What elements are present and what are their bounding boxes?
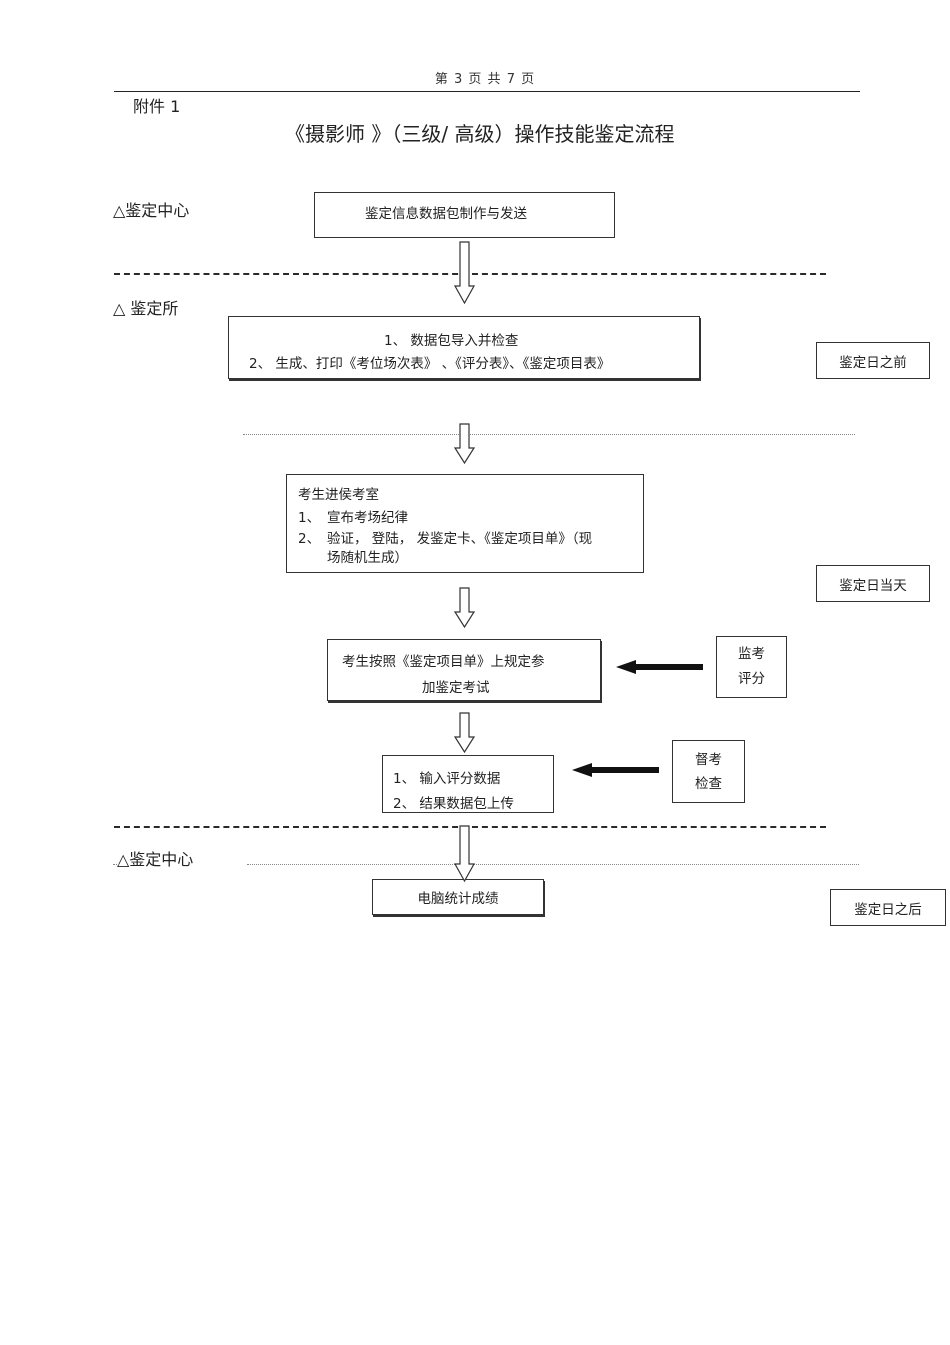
step-text: 电脑统计成绩 <box>417 891 499 907</box>
header-divider <box>114 91 860 92</box>
section-label-center-bottom: △鉴定中心 <box>117 850 194 869</box>
side-text-line2: 检查 <box>695 775 722 792</box>
item-text: 验证， 登陆， 发鉴定卡、《鉴定项目单》（现 <box>327 531 593 547</box>
supervisor-check-box: 督考 检查 <box>672 740 745 803</box>
section-divider-top <box>114 273 826 275</box>
item-text-continued: 场随机生成） <box>327 550 408 566</box>
down-arrow-icon <box>453 825 476 883</box>
label-underline <box>113 864 119 865</box>
section-label-center-top: △鉴定中心 <box>113 201 190 220</box>
down-arrow-icon <box>453 241 476 305</box>
item-number: 1、 <box>298 510 321 526</box>
step-text-line1: 考生按照《鉴定项目单》上规定参 <box>342 654 545 670</box>
left-arrow-icon <box>616 660 703 674</box>
side-text-line2: 评分 <box>738 671 765 687</box>
item-text: 宣布考场纪律 <box>327 510 408 526</box>
subsection-divider-bottom <box>247 864 859 865</box>
step-box-data-package: 鉴定信息数据包制作与发送 <box>314 192 615 238</box>
step-text-line1: 1、 数据包导入并检查 <box>384 333 519 349</box>
document-title: 《摄影师 》（三级/ 高级）操作技能鉴定流程 <box>285 122 675 146</box>
page-number-header: 第 3 页 共 7 页 <box>434 72 536 87</box>
side-text-line1: 督考 <box>695 751 722 768</box>
attachment-label: 附件 1 <box>133 97 181 116</box>
step-box-upload: 1、 输入评分数据 2、 结果数据包上传 <box>382 755 554 813</box>
item-number: 2、 <box>298 531 321 547</box>
phase-text: 鉴定日之后 <box>854 901 922 918</box>
down-arrow-icon <box>453 712 476 754</box>
step-box-waiting-room: 考生进侯考室 1、 宣布考场纪律 2、 验证， 登陆， 发鉴定卡、《鉴定项目单》… <box>286 474 644 573</box>
section-divider-bottom <box>114 826 826 828</box>
down-arrow-icon <box>453 423 476 465</box>
phase-label-after: 鉴定日之后 <box>830 889 946 926</box>
subsection-divider <box>243 434 855 435</box>
section-label-institute: △ 鉴定所 <box>113 299 179 318</box>
step-text: 鉴定信息数据包制作与发送 <box>365 206 527 222</box>
down-arrow-icon <box>453 587 476 629</box>
step-heading: 考生进侯考室 <box>298 487 379 503</box>
step-text-line2: 2、 生成、打印《考位场次表》 、《评分表》、《鉴定项目表》 <box>249 356 611 372</box>
phase-text: 鉴定日之前 <box>839 354 907 371</box>
step-box-import-print: 1、 数据包导入并检查 2、 生成、打印《考位场次表》 、《评分表》、《鉴定项目… <box>228 316 700 379</box>
phase-label-day-of: 鉴定日当天 <box>816 565 930 602</box>
left-arrow-icon <box>572 763 659 777</box>
side-text-line1: 监考 <box>738 646 765 662</box>
step-text-line2: 2、 结果数据包上传 <box>393 796 514 812</box>
phase-text: 鉴定日当天 <box>839 577 907 594</box>
phase-label-before: 鉴定日之前 <box>816 342 930 379</box>
step-box-exam: 考生按照《鉴定项目单》上规定参 加鉴定考试 <box>327 639 601 701</box>
proctor-scoring-box: 监考 评分 <box>716 636 787 698</box>
step-text-line2: 加鉴定考试 <box>422 680 490 696</box>
step-box-statistics: 电脑统计成绩 <box>372 879 544 915</box>
step-text-line1: 1、 输入评分数据 <box>393 771 501 787</box>
